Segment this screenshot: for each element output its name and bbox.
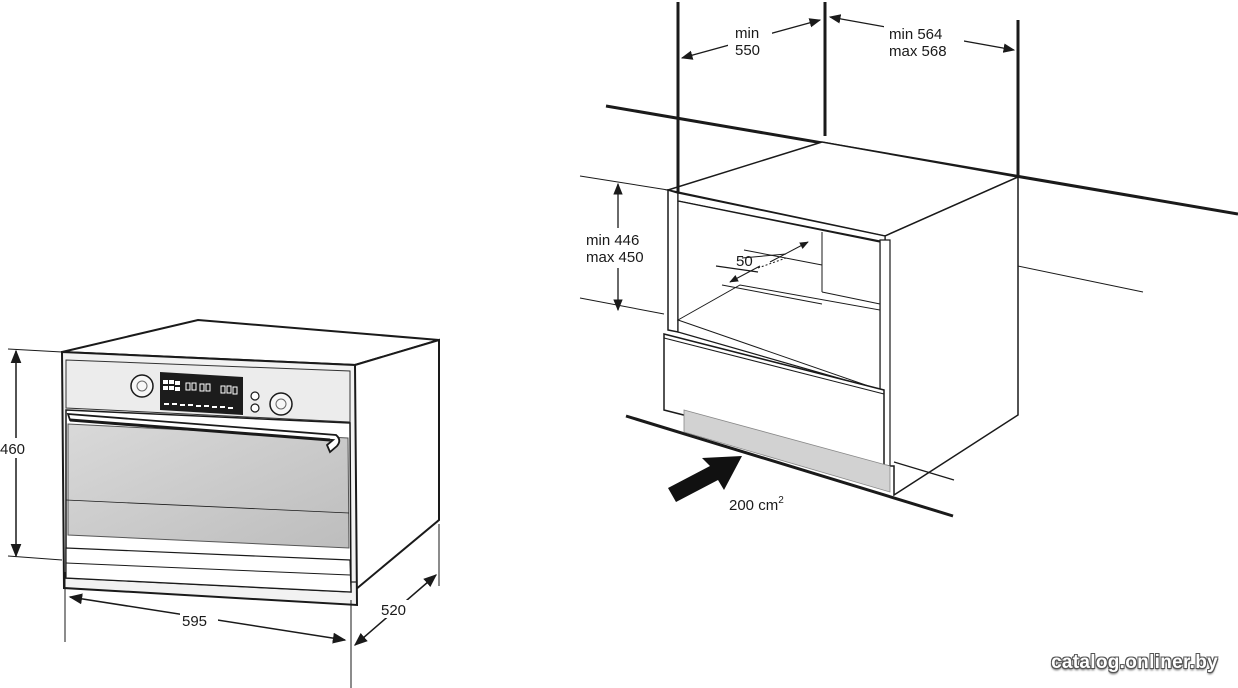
oven-door-handle	[66, 412, 341, 454]
oven-drawing	[60, 318, 440, 607]
niche-vertical-guides	[676, 2, 1020, 193]
cabinet-front-left-post	[667, 188, 679, 333]
oven-depth-dimension	[353, 524, 440, 646]
watermark-text: catalog.onliner.by	[1051, 652, 1218, 673]
cabinet-drawing	[579, 104, 1238, 518]
oven-height-dimension	[0, 348, 63, 561]
oven-depth-label: 520	[381, 602, 406, 619]
ventilation-area-label: 200 cm2	[729, 495, 784, 514]
ventilation-arrow	[668, 456, 742, 502]
niche-depth-dimension	[828, 14, 1016, 60]
niche-height-label-line1: min 446	[586, 232, 639, 249]
niche-width-dimension	[680, 18, 822, 60]
display-segments	[163, 380, 238, 409]
cabinet-shelf	[676, 284, 881, 391]
oven-height-label: 460	[0, 441, 25, 458]
niche-depth-label-line2: max 568	[889, 43, 947, 60]
ventilation-opening	[683, 409, 891, 493]
niche-width-label-line1: min	[735, 25, 759, 42]
gap-dimension	[715, 241, 809, 283]
oven-door-glass	[67, 423, 350, 549]
gap-label: 50	[736, 253, 753, 270]
stop-button	[250, 403, 260, 413]
start-button	[250, 391, 260, 401]
niche-width-label-line2: 550	[735, 42, 760, 59]
oven-side-panel	[354, 338, 440, 593]
niche-height-dimension	[582, 182, 658, 312]
floor-line	[625, 414, 954, 518]
niche-depth-label-line1: min 564	[889, 26, 942, 43]
right-control-knob	[269, 392, 293, 416]
oven-width-label: 595	[182, 613, 207, 630]
niche-height-label-line2: max 450	[586, 249, 644, 266]
left-control-knob	[130, 374, 154, 398]
oven-width-dimension	[64, 572, 352, 688]
